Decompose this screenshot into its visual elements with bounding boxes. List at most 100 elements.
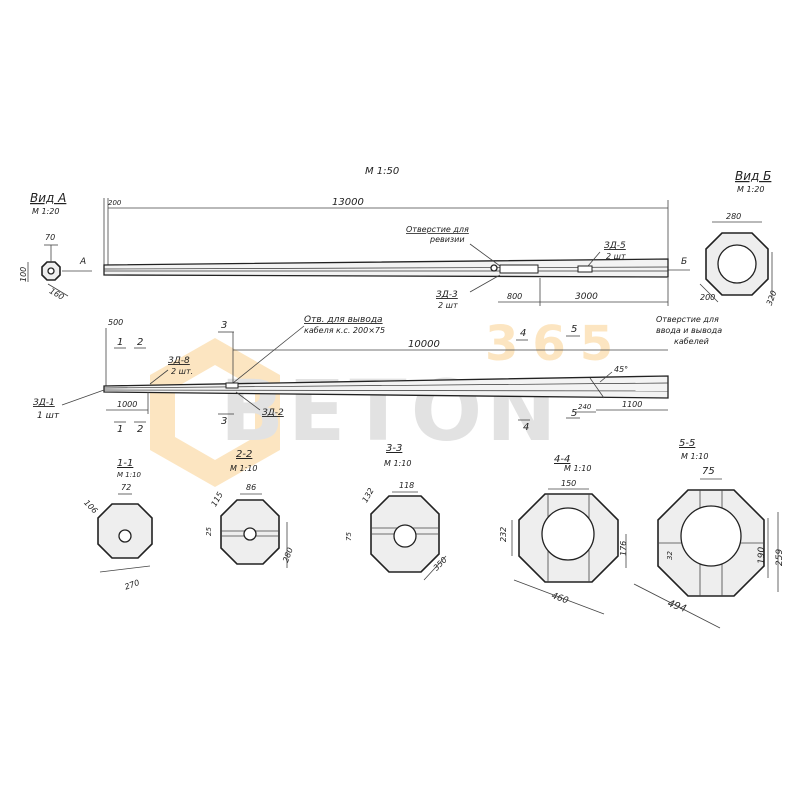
view-a-dim-side: 100: [19, 267, 28, 282]
top-revision-note-1: Отверстие для: [406, 225, 469, 234]
side-cut-1-bottom: 1: [117, 424, 123, 435]
section-5-5-scale: М 1:10: [681, 452, 708, 461]
side-zd8-label: ЗД-8: [168, 356, 190, 366]
section-4-4-scale: М 1:10: [564, 464, 591, 473]
section-4-4: 4-4 М 1:10 150 232 176 460: [499, 454, 628, 615]
view-b-dim-top: 280: [726, 212, 741, 221]
section-3-3: 3-3 М 1:10 132 118 75 350: [345, 443, 449, 581]
section-3-3-scale: М 1:10: [384, 459, 411, 468]
section-4-4-dim-d: 460: [550, 591, 570, 606]
top-zd5-qty: 2 шт: [606, 252, 626, 261]
section-2-2-dim-d: 280: [281, 546, 295, 563]
section-5-5-dim-c: 259: [775, 549, 785, 566]
section-2-2-dim-b: 86: [246, 483, 256, 492]
section-1-1-dim-a: 106: [82, 498, 99, 515]
top-dim-3000: 3000: [575, 292, 598, 302]
main-scale-label: М 1:50: [365, 166, 399, 177]
side-zd2-label: ЗД-2: [262, 408, 284, 418]
side-right-note-3: кабелей: [674, 337, 709, 346]
view-b-dim-side: 320: [765, 289, 779, 306]
top-view: 200 13000 Отверстие для ревизии ЗД-5 2 ш…: [103, 197, 669, 310]
view-a-scale: М 1:20: [32, 207, 59, 216]
section-5-5-dim-a: 75: [702, 466, 715, 477]
section-3-3-dim-b: 118: [399, 481, 414, 490]
section-5-5-dim-d: 32: [666, 551, 674, 560]
side-view: 500 1 2 3 Отв. для вывода кабеля к.с. 20…: [33, 315, 722, 435]
side-dim-500: 500: [108, 318, 123, 327]
watermark-logo-mark: [150, 338, 280, 487]
side-dim-10000: 10000: [408, 339, 440, 350]
section-1-1: 1-1 М 1:10 106 72 270: [82, 458, 153, 592]
side-right-note-1: Отверстие для: [656, 315, 719, 324]
side-dim-1100: 1100: [622, 400, 642, 409]
side-cut-2-bottom: 2: [137, 424, 143, 435]
section-1-1-hole: [118, 529, 132, 543]
view-b: Вид Б М 1:20 280 200 320 Б: [630, 169, 779, 307]
side-zd1-qty: 1 шт: [37, 411, 60, 421]
top-dim-800: 800: [507, 292, 522, 301]
side-cable-note-2: кабеля к.с. 200×75: [304, 326, 385, 335]
section-4-4-dim-b: 232: [499, 527, 508, 542]
section-1-1-dim-b: 72: [121, 483, 131, 492]
section-5-5: 5-5 М 1:10 75 190 259 32 494: [633, 438, 785, 629]
view-b-marker: Б: [681, 257, 687, 267]
section-2-2: 2-2 М 1:10 115 86 25 280: [205, 449, 295, 568]
section-3-3-hole: [393, 524, 417, 548]
side-cut-3-top: 3: [221, 320, 227, 331]
section-5-5-dim-e: 494: [666, 598, 688, 615]
section-4-4-title: 4-4: [554, 454, 570, 465]
section-5-5-dim-b: 190: [757, 547, 767, 564]
section-2-2-scale: М 1:10: [230, 464, 257, 473]
side-dim-1000: 1000: [117, 400, 137, 409]
side-dim-240: 240: [578, 403, 592, 411]
section-2-2-title: 2-2: [236, 449, 252, 460]
side-cable-note-1: Отв. для вывода: [304, 315, 383, 325]
section-1-1-dim-c: 270: [123, 578, 140, 592]
top-zd3-qty: 2 шт: [438, 301, 458, 310]
section-4-4-dim-c: 176: [619, 541, 628, 556]
side-right-note-2: ввода и вывода: [656, 326, 722, 335]
side-cut-4-bottom: 4: [523, 422, 529, 433]
section-3-3-dim-c: 75: [345, 532, 353, 541]
side-cut-2-top: 2: [137, 337, 143, 348]
view-a-hole: [47, 267, 55, 275]
side-cut-3-bottom: 3: [221, 416, 227, 427]
top-revision-opening: [499, 264, 539, 274]
side-cut-1-top: 1: [117, 337, 123, 348]
top-zd5-label: ЗД-5: [604, 241, 626, 251]
section-3-3-dim-a: 132: [360, 486, 375, 504]
top-revision-note-2: ревизии: [429, 235, 465, 244]
view-b-scale: М 1:20: [737, 185, 764, 194]
section-4-4-hole: [541, 507, 595, 561]
view-a-marker: А: [79, 257, 86, 267]
side-zd8-qty: 2 шт.: [171, 367, 193, 376]
view-a-dim-top: 70: [45, 233, 55, 242]
top-dim-length: 13000: [332, 197, 364, 208]
section-4-4-dim-a: 150: [561, 479, 576, 488]
top-dim-start: 200: [108, 199, 122, 207]
view-a-title: Вид А: [30, 191, 66, 205]
side-cut-4-top: 4: [520, 328, 526, 339]
view-a-dim-diag: 160: [48, 286, 66, 301]
watermark-number-text: 365: [485, 316, 627, 372]
side-cable-opening: [225, 382, 239, 389]
view-a: Вид А М 1:20 70 100 160 А: [19, 191, 92, 302]
view-b-dim-diag: 200: [700, 293, 715, 302]
top-zd5-opening: [577, 265, 593, 273]
section-5-5-hole: [680, 505, 742, 567]
side-zd1-label: ЗД-1: [33, 398, 55, 408]
section-2-2-dim-a: 115: [209, 490, 224, 508]
section-1-1-title: 1-1: [117, 458, 133, 469]
side-cut-5-top: 5: [571, 324, 577, 335]
side-cut-5-bottom: 5: [571, 408, 577, 419]
side-angle: 45°: [614, 365, 628, 374]
top-zd3-label: ЗД-3: [436, 290, 458, 300]
section-1-1-scale: М 1:10: [117, 471, 142, 479]
view-b-hole: [717, 244, 757, 284]
section-5-5-title: 5-5: [679, 438, 695, 449]
section-2-2-dim-c: 25: [205, 527, 213, 536]
section-2-2-hole: [243, 527, 257, 541]
view-b-title: Вид Б: [735, 169, 771, 183]
section-3-3-title: 3-3: [386, 443, 402, 454]
